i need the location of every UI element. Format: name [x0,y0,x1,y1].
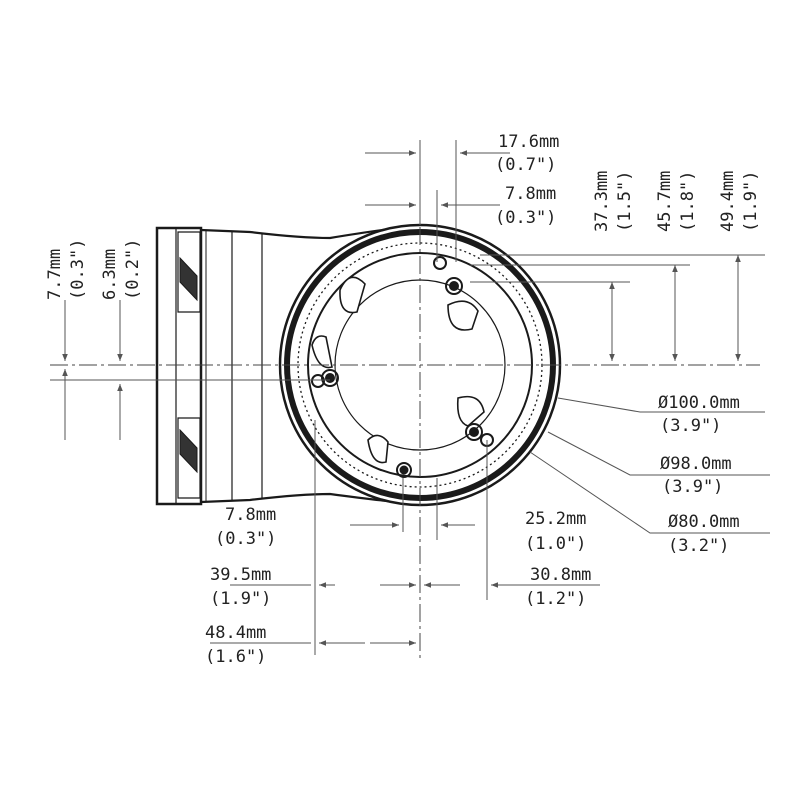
centerlines [50,140,760,660]
dim-bot-7-8-in: (0.3") [215,529,276,549]
dim-dia-80-in: (3.2") [668,536,729,556]
dim-bot-7-8-mm: 7.8mm [225,505,276,525]
dim-dia-98-in: (3.9") [662,477,723,497]
dim-37-3-mm: 37.3mm [592,171,612,232]
dim-25-2-mm: 25.2mm [525,509,586,529]
dim-6-3-in: (0.2") [123,239,143,300]
dim-dia-100-in: (3.9") [660,416,721,436]
dim-top-7-8-mm: 7.8mm [505,184,556,204]
dim-30-8-mm: 30.8mm [530,565,591,585]
dim-dia-98-mm: Ø98.0mm [660,454,732,474]
dim-49-4-in: (1.9") [741,171,761,232]
dim-17-6-in: (0.7") [495,155,556,175]
dim-37-3-in: (1.5") [615,171,635,232]
dim-7-7-in: (0.3") [68,239,88,300]
dim-48-4-in: (1.6") [205,647,266,667]
ring-inner-detail [297,242,543,488]
dim-7-7-mm: 7.7mm [45,249,65,300]
dim-17-6-mm: 17.6mm [498,132,559,152]
dim-30-8-in: (1.2") [525,589,586,609]
dim-6-3-mm: 6.3mm [100,249,120,300]
dim-39-5-mm: 39.5mm [210,565,271,585]
mount-plate [155,226,203,506]
dim-45-7-mm: 45.7mm [655,171,675,232]
dim-top-7-8-in: (0.3") [495,208,556,228]
dim-dia-80-mm: Ø80.0mm [668,512,740,532]
dim-25-2-in: (1.0") [525,534,586,554]
dim-39-5-in: (1.9") [210,589,271,609]
dimension-lines [50,140,770,655]
dim-48-4-mm: 48.4mm [205,623,266,643]
dimension-labels: 17.6mm (0.7") 7.8mm (0.3") 37.3mm (1.5")… [45,132,761,667]
dim-49-4-mm: 49.4mm [718,171,738,232]
ring-tabs [311,276,485,464]
dim-45-7-in: (1.8") [678,171,698,232]
dim-dia-100-mm: Ø100.0mm [658,393,740,413]
